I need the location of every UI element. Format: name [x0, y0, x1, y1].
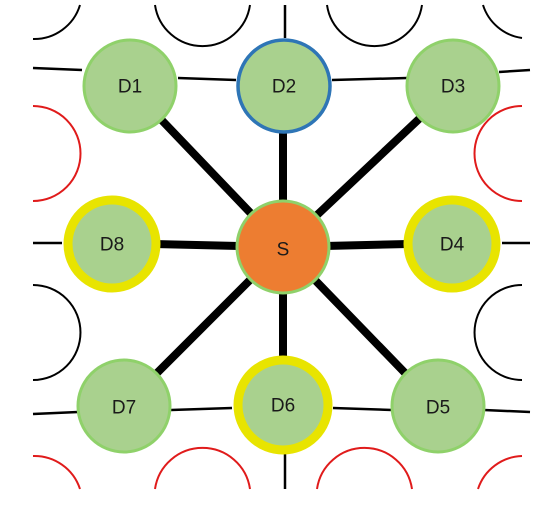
mesh-line-bottom-right — [483, 408, 531, 414]
node-label: D2 — [272, 77, 296, 98]
mesh-line-bottom-d6-d5 — [332, 406, 393, 412]
outer-arcs — [32, 4, 523, 490]
outer-arc-bottom-left — [32, 454, 81, 490]
node-label: D8 — [100, 235, 124, 256]
node-label: D6 — [271, 396, 295, 417]
node-d2: D2 — [236, 38, 332, 134]
node-label: D4 — [440, 235, 465, 256]
mesh-line-top-d2-d3 — [331, 76, 408, 82]
node-d6: D6 — [233, 355, 333, 455]
outer-arc-bottom-right — [477, 455, 523, 490]
node-label: S — [277, 240, 290, 261]
mesh-line-top-left — [32, 66, 83, 72]
node-d5: D5 — [390, 358, 486, 454]
node-d8: D8 — [63, 195, 161, 293]
node-label: D3 — [441, 77, 465, 98]
node-label: D1 — [118, 77, 142, 98]
mesh-line-bottom-left — [32, 410, 79, 416]
outer-arc-left-black — [32, 284, 82, 381]
node-d7: D7 — [76, 358, 172, 454]
outer-arc-bottom-center-right — [316, 446, 413, 490]
mesh-line-top-d1-d2 — [177, 76, 237, 82]
mesh-lines — [32, 5, 531, 489]
outer-arc-top-left — [32, 4, 81, 41]
mesh-line-top-right — [498, 68, 531, 74]
node-d3: D3 — [405, 38, 501, 134]
outer-arc-top-center-right — [326, 4, 423, 48]
outer-arc-left-red — [32, 105, 82, 202]
neighbor-nodes: D1 D2 D3 D4 D5 D6 D7 D8 — [63, 38, 501, 455]
outer-arc-top-right — [482, 4, 523, 39]
node-label: D7 — [112, 398, 136, 419]
node-source: S — [235, 199, 331, 295]
node-label: D5 — [426, 398, 450, 419]
outer-arc-right-red — [473, 105, 523, 202]
node-d4: D4 — [403, 195, 501, 293]
outer-arc-bottom-center-left — [154, 446, 251, 490]
mesh-line-bottom-d7-d6 — [170, 406, 233, 412]
outer-arc-right-black — [473, 284, 523, 381]
outer-arc-top-center-left — [154, 4, 251, 48]
node-d1: D1 — [82, 38, 178, 134]
